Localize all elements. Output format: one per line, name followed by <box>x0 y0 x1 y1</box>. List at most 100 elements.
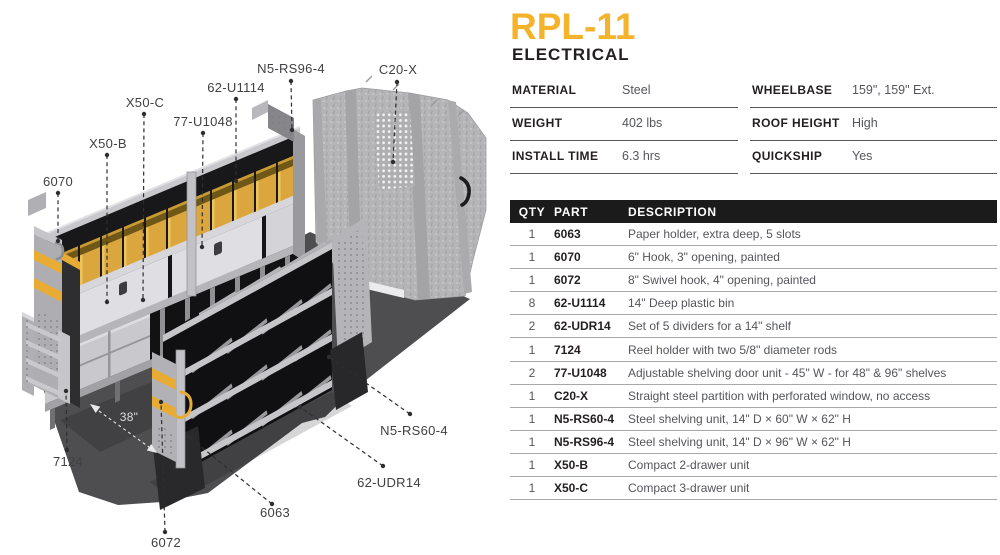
mid-upright-post <box>186 171 197 297</box>
front-shelving-unit-n5rs60 <box>163 242 332 483</box>
cell-description: Steel shelving unit, 14" D × 60" W × 62"… <box>628 411 851 426</box>
callout-77u1048: 77-U1048 <box>173 114 233 129</box>
page-subtitle: ELECTRICAL <box>512 45 630 64</box>
cell-part: N5-RS96-4 <box>554 434 615 449</box>
spec-value: 159", 159" Ext. <box>852 83 935 97</box>
table-row: 1 C20-X Straight steel partition with pe… <box>510 385 997 408</box>
cell-qty: 2 <box>528 365 536 380</box>
cell-part: 77-U1048 <box>554 365 607 380</box>
cell-description: Compact 2-drawer unit <box>628 457 750 472</box>
callout-dim-38: 38" <box>120 410 139 424</box>
spec-row-quickship: QUICKSHIP Yes <box>750 141 997 174</box>
spec-table-left: MATERIAL Steel WEIGHT 402 lbs INSTALL TI… <box>510 75 738 174</box>
spec-table-right: WHEELBASE 159", 159" Ext. ROOF HEIGHT Hi… <box>750 75 997 174</box>
cell-qty: 1 <box>528 342 536 357</box>
dimension-38in: 38" <box>90 404 157 453</box>
cell-description: Straight steel partition with perforated… <box>628 388 931 403</box>
spec-value: Steel <box>622 83 651 97</box>
spec-value: 6.3 hrs <box>622 149 661 163</box>
front-rack-left-end <box>152 349 193 469</box>
ceiling-bracket <box>252 100 268 120</box>
cell-qty: 8 <box>528 296 536 311</box>
cell-part: 7124 <box>554 342 581 357</box>
front-rack-side-dots <box>336 228 368 352</box>
table-row: 1 X50-C Compact 3-drawer unit <box>510 477 997 501</box>
corner-bracket-dots <box>268 104 294 142</box>
swivel-hook-6072 <box>173 390 193 420</box>
table-row: 2 77-U1048 Adjustable shelving door unit… <box>510 362 997 385</box>
callout-leaders <box>55 78 413 535</box>
spec-label: INSTALL TIME <box>512 149 599 163</box>
spec-label: ROOF HEIGHT <box>752 116 840 130</box>
cell-part: C20-X <box>554 388 589 403</box>
callout-n5rs60: N5-RS60-4 <box>380 423 448 438</box>
cell-description: 8" Swivel hook, 4" opening, painted <box>628 273 816 288</box>
cell-qty: 1 <box>528 457 536 472</box>
spec-row-weight: WEIGHT 402 lbs <box>510 108 738 141</box>
cell-qty: 1 <box>528 273 536 288</box>
spec-label: QUICKSHIP <box>752 149 823 163</box>
header-qty: QTY <box>518 204 546 219</box>
cell-description: Reel holder with two 5/8" diameter rods <box>628 342 838 357</box>
cell-part: X50-C <box>554 481 589 496</box>
table-row: 1 N5-RS60-4 Steel shelving unit, 14" D ×… <box>510 408 997 431</box>
cell-qty: 1 <box>528 227 536 242</box>
table-row: 1 X50-B Compact 2-drawer unit <box>510 454 997 478</box>
spec-row-install-time: INSTALL TIME 6.3 hrs <box>510 141 738 174</box>
spec-value: Yes <box>852 149 873 163</box>
cell-qty: 1 <box>528 388 536 403</box>
parts-table-header: QTY PART DESCRIPTION <box>510 200 997 223</box>
callout-x50b: X50-B <box>89 136 127 151</box>
page-title: RPL-11 <box>510 6 636 47</box>
cell-qty: 2 <box>528 319 536 334</box>
partition-stiffener <box>408 93 430 300</box>
top-shelf-dividers <box>198 241 328 317</box>
spec-row-roof-height: ROOF HEIGHT High <box>750 108 997 141</box>
callout-62udr14: 62-UDR14 <box>357 475 421 490</box>
cell-description: Adjustable shelving door unit - 45" W - … <box>628 365 947 380</box>
callout-7124: 7124 <box>53 454 83 469</box>
spec-label: WEIGHT <box>512 116 563 130</box>
reel-holder-7124 <box>22 312 70 404</box>
van-package-diagram: 38" N5-RS96-4 C20-X 62-U1114 X50-C 77-U1… <box>22 61 487 550</box>
callout-6063: 6063 <box>260 505 290 520</box>
cell-description: Compact 3-drawer unit <box>628 481 750 496</box>
cell-part: 62-UDR14 <box>554 319 611 334</box>
cell-part: 6070 <box>554 250 581 265</box>
callout-c20x: C20-X <box>379 62 417 77</box>
cell-part: X50-B <box>554 457 589 472</box>
cell-part: N5-RS60-4 <box>554 411 615 426</box>
cell-qty: 1 <box>528 481 536 496</box>
cell-description: 6" Hook, 3" opening, painted <box>628 250 780 265</box>
spec-value: High <box>852 116 878 130</box>
door-unit-77u1048 <box>78 256 168 337</box>
door-latch <box>214 241 222 256</box>
table-row: 2 62-UDR14 Set of 5 dividers for a 14" s… <box>510 315 997 339</box>
left-end-panel <box>34 226 80 408</box>
perforated-window-dots <box>374 110 415 190</box>
callout-62u1114: 62-U1114 <box>207 80 265 95</box>
table-row: 1 7124 Reel holder with two 5/8" diamete… <box>510 338 997 362</box>
shelf-front-rails <box>163 242 332 481</box>
spec-label: MATERIAL <box>512 83 577 97</box>
callout-x50c: X50-C <box>126 95 164 110</box>
cell-description: Paper holder, extra deep, 5 slots <box>628 227 801 242</box>
table-row: 1 6072 8" Swivel hook, 4" opening, paint… <box>510 269 997 293</box>
cell-description: 14" Deep plastic bin <box>628 296 735 311</box>
spec-row-wheelbase: WHEELBASE 159", 159" Ext. <box>750 75 997 108</box>
callout-n5rs96: N5-RS96-4 <box>257 61 325 76</box>
spec-value: 402 lbs <box>622 116 663 130</box>
partition-handle <box>459 176 471 207</box>
header-part: PART <box>554 204 589 219</box>
table-row: 1 N5-RS96-4 Steel shelving unit, 14" D ×… <box>510 431 997 454</box>
partition-clips <box>365 75 465 117</box>
spec-row-material: MATERIAL Steel <box>510 75 738 108</box>
spec-label: WHEELBASE <box>752 83 833 97</box>
hook-6070 <box>54 241 65 261</box>
parts-table: QTY PART DESCRIPTION 1 6063 Paper holder… <box>510 200 997 501</box>
callout-6070: 6070 <box>43 174 73 189</box>
wall-bracket <box>28 192 46 216</box>
door-latch <box>119 281 127 296</box>
cell-part: 6072 <box>554 273 581 288</box>
